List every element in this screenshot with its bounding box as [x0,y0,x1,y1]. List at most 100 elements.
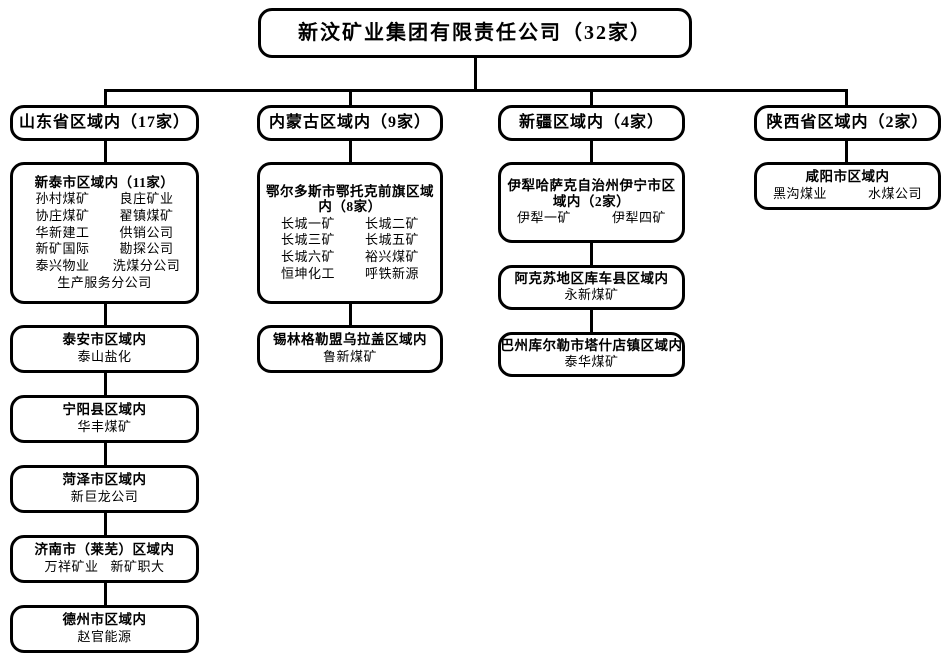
node-xilingol-wulagai[interactable]: 锡林格勒盟乌拉盖区域内 鲁新煤矿 [257,325,443,373]
node-region-inner-mongolia[interactable]: 内蒙古区域内（9家） [257,105,443,141]
node-dezhou-members: 赵官能源 [73,629,135,646]
member-item: 新矿国际 [35,241,90,257]
member-item: 勘探公司 [119,241,174,257]
node-dezhou-title: 德州市区域内 [62,612,147,628]
node-taian-title: 泰安市区域内 [62,332,147,348]
member-row: 泰兴物业 洗煤分公司 [21,258,189,275]
member-item: 泰兴物业 [35,257,90,273]
connector-col3-seg3 [590,310,593,332]
member-item: 水煤公司 [867,185,922,201]
member-item: 协庄煤矿 [35,208,90,223]
node-taian-members: 泰山盐化 [73,349,135,366]
node-aksu-kuche-members: 永新煤矿 [560,287,622,304]
node-xilingol-wulagai-members: 鲁新煤矿 [319,349,381,366]
connector-bus-to-col2 [349,89,352,107]
connector-col2-seg2 [349,303,352,325]
node-taian[interactable]: 泰安市区域内 泰山盐化 [10,325,199,373]
node-ordos-members: 长城一矿 长城二矿 长城三矿 长城五矿 长城六矿 裕兴煤矿 恒坤化工 呼铁新源 [266,216,434,283]
node-region-shaanxi-title: 陕西省区域内（2家） [766,113,929,131]
member-item: 伊犁四矿 [611,210,666,226]
node-root[interactable]: 新汶矿业集团有限责任公司（32家） [258,8,692,58]
connector-col4-seg1 [845,140,848,162]
node-heze[interactable]: 菏泽市区域内 新巨龙公司 [10,465,199,513]
member-row: 永新煤矿 [560,287,622,304]
member-item: 新巨龙公司 [70,488,139,504]
node-xintai[interactable]: 新泰市区域内（11家） 孙村煤矿 良庄矿业 协庄煤矿 翟镇煤矿 华新建工 供销公… [10,162,199,304]
member-row: 黑沟煤业 水煤公司 [753,186,943,203]
node-heze-title: 菏泽市区域内 [62,472,147,488]
node-yili-yining[interactable]: 伊犁哈萨克自治州伊宁市区域内（2家） 伊犁一矿 伊犁四矿 [498,162,685,243]
member-item: 裕兴煤矿 [364,249,419,265]
member-row: 华新建工 供销公司 [21,225,189,242]
member-row: 赵官能源 [73,629,135,646]
node-ningyang[interactable]: 宁阳县区域内 华丰煤矿 [10,395,199,443]
node-xintai-title: 新泰市区域内（11家） [34,174,175,190]
member-item: 生产服务分公司 [57,274,152,290]
node-region-xinjiang[interactable]: 新疆区域内（4家） [498,105,685,141]
member-item: 洗煤分公司 [112,257,181,273]
member-row: 新巨龙公司 [67,489,143,506]
connector-root-down [474,57,477,89]
member-item: 良庄矿业 [119,191,174,207]
node-jinan-laiwu-members: 万祥矿业 新矿职大 [40,559,168,576]
node-heze-members: 新巨龙公司 [67,489,143,506]
connector-col2-seg1 [349,140,352,162]
member-item: 泰华煤矿 [564,354,619,370]
connector-bus-horizontal [104,89,848,92]
node-xianyang-members: 黑沟煤业 水煤公司 [753,186,943,203]
member-row: 鲁新煤矿 [319,349,381,366]
member-item: 永新煤矿 [564,287,619,303]
member-item: 泰山盐化 [77,348,132,364]
node-aksu-kuche-title: 阿克苏地区库车县区域内 [514,270,669,286]
node-xilingol-wulagai-title: 锡林格勒盟乌拉盖区域内 [273,332,427,348]
member-row: 长城六矿 裕兴煤矿 [266,249,434,266]
node-jinan-laiwu-title: 济南市（莱芜）区域内 [34,542,175,558]
member-row: 泰山盐化 [73,349,135,366]
connector-col1-seg3 [104,373,107,395]
node-root-title: 新汶矿业集团有限责任公司（32家） [298,21,652,44]
member-row: 生产服务分公司 [53,275,156,292]
node-region-inner-mongolia-title: 内蒙古区域内（9家） [268,113,431,131]
member-row: 恒坤化工 呼铁新源 [266,266,434,283]
node-xianyang-title: 咸阳市区域内 [805,169,890,185]
connector-col1-seg4 [104,443,107,465]
member-item: 供销公司 [119,224,174,240]
node-bazhou-korla[interactable]: 巴州库尔勒市塔什店镇区域内 泰华煤矿 [498,332,685,377]
member-item: 黑沟煤业 [772,185,827,201]
member-item: 鲁新煤矿 [322,348,377,364]
node-ningyang-title: 宁阳县区域内 [62,402,147,418]
member-item: 呼铁新源 [364,265,419,281]
node-dezhou[interactable]: 德州市区域内 赵官能源 [10,605,199,653]
node-yili-yining-members: 伊犁一矿 伊犁四矿 [497,210,687,227]
node-region-shandong[interactable]: 山东省区域内（17家） [10,105,199,141]
node-bazhou-korla-title: 巴州库尔勒市塔什店镇区域内 [500,337,683,353]
member-item: 翟镇煤矿 [119,208,174,223]
node-ningyang-members: 华丰煤矿 [73,419,135,436]
connector-bus-to-col4 [845,89,848,107]
member-row: 万祥矿业 新矿职大 [40,559,168,576]
node-yili-yining-title: 伊犁哈萨克自治州伊宁市区域内（2家） [507,178,676,209]
node-region-xinjiang-title: 新疆区域内（4家） [518,113,664,131]
connector-bus-to-col1 [104,89,107,107]
member-item: 万祥矿业 [44,558,99,574]
node-xintai-members: 孙村煤矿 良庄矿业 协庄煤矿 翟镇煤矿 华新建工 供销公司 新矿国际 勘探公司 … [21,191,189,291]
member-item: 长城六矿 [280,249,335,265]
node-xianyang[interactable]: 咸阳市区域内 黑沟煤业 水煤公司 [754,162,941,210]
connector-col3-seg1 [590,140,593,162]
member-row: 华丰煤矿 [73,419,135,436]
member-item: 长城二矿 [364,215,419,231]
member-item: 长城三矿 [280,232,335,248]
node-aksu-kuche[interactable]: 阿克苏地区库车县区域内 永新煤矿 [498,265,685,310]
connector-col1-seg5 [104,513,107,535]
node-region-shaanxi[interactable]: 陕西省区域内（2家） [754,105,941,141]
member-row: 泰华煤矿 [560,354,622,371]
member-item: 华新建工 [35,224,90,240]
member-row: 长城一矿 长城二矿 [266,216,434,233]
member-item: 恒坤化工 [280,265,335,281]
node-ordos-title: 鄂尔多斯市鄂托克前旗区域内（8家） [266,183,434,215]
node-ordos[interactable]: 鄂尔多斯市鄂托克前旗区域内（8家） 长城一矿 长城二矿 长城三矿 长城五矿 长城… [257,162,443,304]
member-item: 赵官能源 [77,628,132,644]
node-jinan-laiwu[interactable]: 济南市（莱芜）区域内 万祥矿业 新矿职大 [10,535,199,583]
member-item: 新矿职大 [110,558,165,574]
